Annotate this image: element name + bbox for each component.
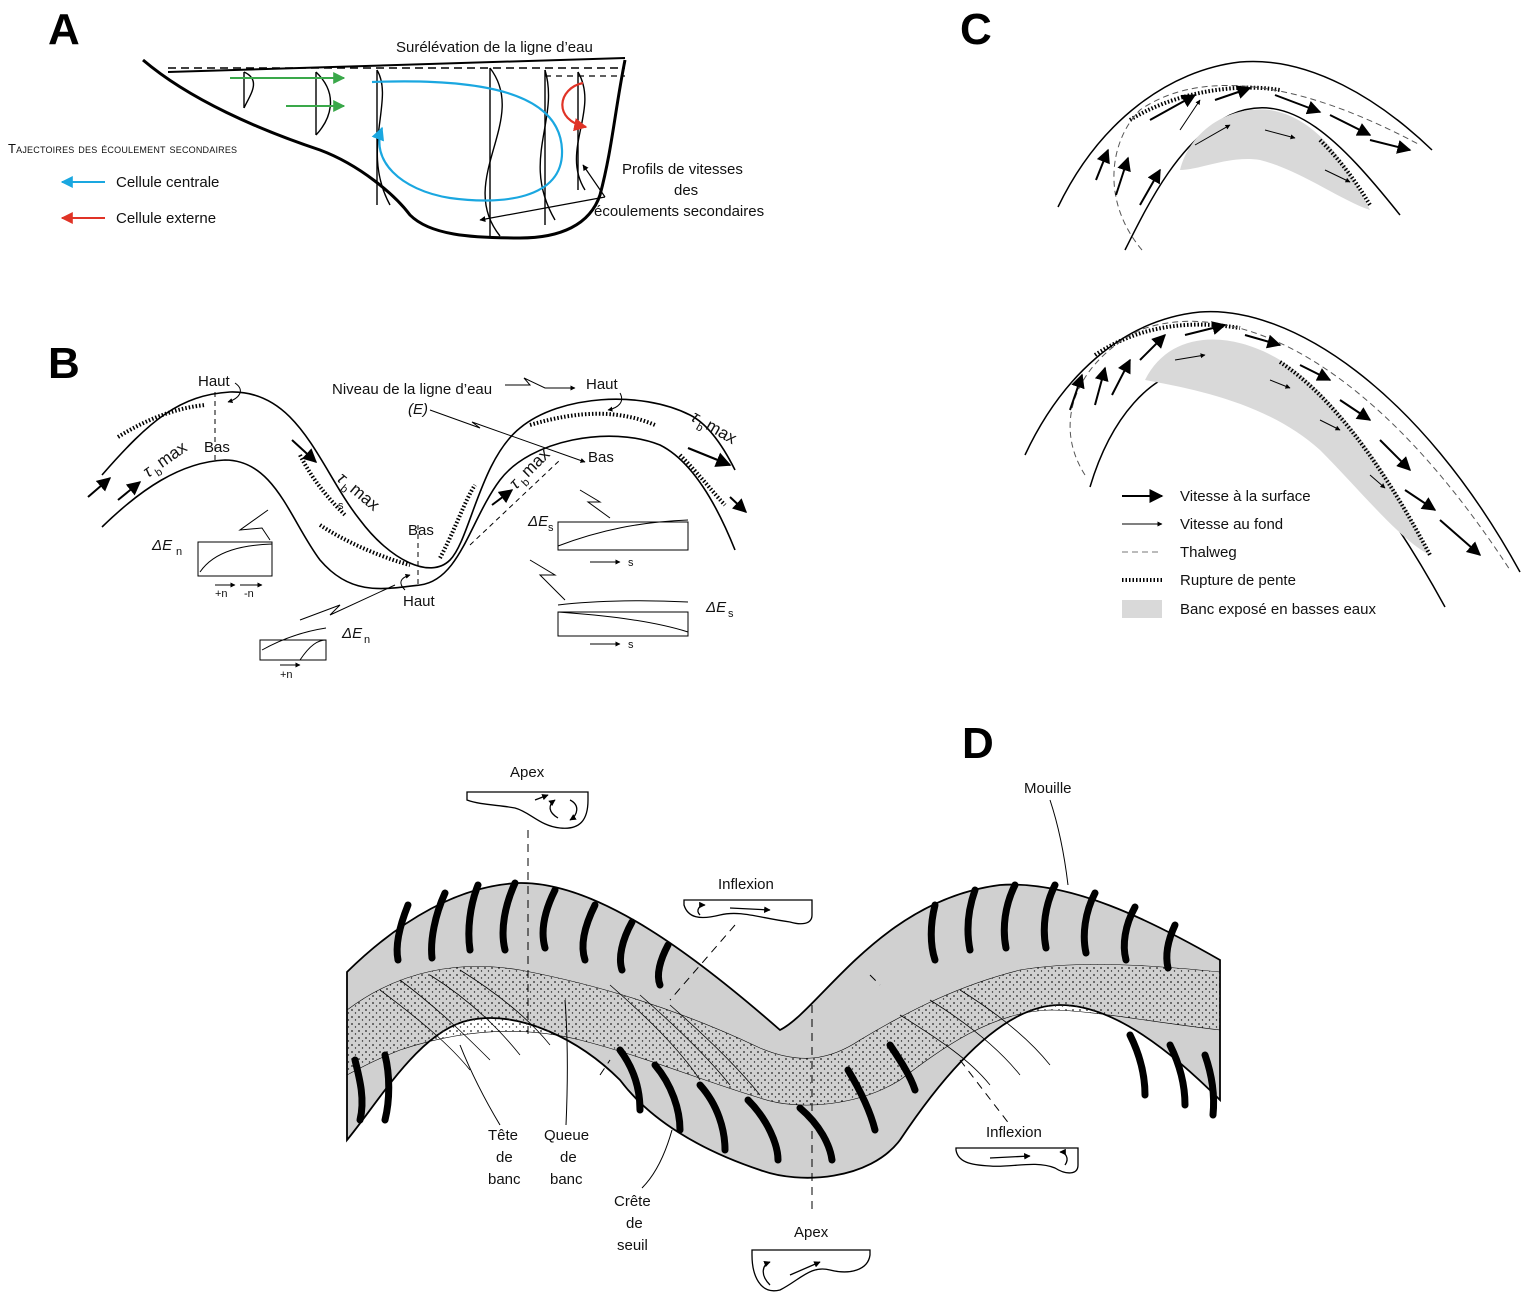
svg-text:s: s <box>728 608 734 620</box>
haut-label-2: Haut <box>403 593 436 610</box>
upper-bar <box>1180 109 1370 210</box>
panel-b: B τ b max τ b max τ <box>48 339 746 681</box>
inflexion-1-label: Inflexion <box>718 876 774 893</box>
svg-text:s: s <box>628 639 634 651</box>
profile-inset-4 <box>530 560 688 644</box>
delta-en-2: ΔE <box>341 625 363 642</box>
profile-inset-3 <box>558 490 688 562</box>
haut-label-3: Haut <box>586 376 619 393</box>
bas-label-1: Bas <box>204 439 230 456</box>
svg-text:max: max <box>703 416 741 449</box>
mouille-label: Mouille <box>1024 780 1072 797</box>
water-level-label: Niveau de la ligne d’eau <box>332 381 492 398</box>
svg-text:max: max <box>517 444 553 480</box>
legend-title: Tajectoires des écoulement secondaires <box>8 141 237 156</box>
svg-text:-n: -n <box>244 588 254 600</box>
delta-en-1: ΔE <box>151 537 173 554</box>
queue-label-3: banc <box>550 1171 583 1188</box>
profile-inset-2 <box>260 585 395 665</box>
water-rise-label: Surélévation de la ligne d’eau <box>396 39 593 56</box>
svg-text:s: s <box>548 522 554 534</box>
panel-c-letter: C <box>960 5 992 54</box>
legend-thalweg: Thalweg <box>1180 544 1237 561</box>
velocity-profiles <box>244 68 585 236</box>
inflexion-2-section <box>956 1148 1078 1173</box>
delta-es-1: ΔE <box>527 513 549 530</box>
svg-text:n: n <box>364 634 370 646</box>
water-level-e: (E) <box>408 401 428 418</box>
profile-inset-1 <box>198 510 272 585</box>
tete-label-2: de <box>496 1149 513 1166</box>
legend-bottom: Vitesse au fond <box>1180 516 1283 533</box>
inflexion-1-section <box>684 900 812 924</box>
apex-bottom-section <box>752 1250 870 1291</box>
svg-text:+n: +n <box>280 669 293 681</box>
profiles-label-3: écoulements secondaires <box>594 203 764 220</box>
profiles-label-1: Profils de vitesses <box>622 161 743 178</box>
crete-label-3: seuil <box>617 1237 648 1254</box>
panel-c-legend: Vitesse à la surface Vitesse au fond Tha… <box>1122 488 1376 618</box>
inflexion-2-label: Inflexion <box>986 1124 1042 1141</box>
outer-cell-label: Cellule externe <box>116 210 216 227</box>
queue-label-2: de <box>560 1149 577 1166</box>
bas-label-2: Bas <box>408 522 434 539</box>
meander-outer-bank <box>102 392 735 568</box>
panel-d-letter: D <box>962 719 994 768</box>
svg-text:s: s <box>628 557 634 569</box>
svg-text:+n: +n <box>215 588 228 600</box>
legend-slope: Rupture de pente <box>1180 572 1296 589</box>
panel-c: C <box>960 5 1520 618</box>
queue-label-1: Queue <box>544 1127 589 1144</box>
panel-b-letter: B <box>48 339 80 388</box>
panel-d: D <box>347 719 1220 1291</box>
central-cell-loop <box>372 81 562 200</box>
delta-es-2: ΔE <box>705 599 727 616</box>
apex-top-section <box>467 792 588 828</box>
tete-label-3: banc <box>488 1171 521 1188</box>
panel-a: A Surélévation de la ligne d’eau <box>8 5 764 238</box>
bas-label-3: Bas <box>588 449 614 466</box>
water-surface <box>168 58 625 72</box>
apex-bottom-label: Apex <box>794 1224 829 1241</box>
legend-bank: Banc exposé en basses eaux <box>1180 601 1376 618</box>
apex-top-label: Apex <box>510 764 545 781</box>
profiles-label-2: des <box>674 182 698 199</box>
svg-text:s: s <box>338 500 344 512</box>
central-cell-label: Cellule centrale <box>116 174 219 191</box>
panel-a-letter: A <box>48 5 80 54</box>
svg-text:max: max <box>153 437 191 471</box>
crete-label-2: de <box>626 1215 643 1232</box>
haut-label-1: Haut <box>198 373 231 390</box>
legend-surface: Vitesse à la surface <box>1180 488 1311 505</box>
crete-label-1: Crête <box>614 1193 651 1210</box>
svg-text:n: n <box>176 546 182 558</box>
tete-label-1: Tête <box>488 1127 518 1144</box>
